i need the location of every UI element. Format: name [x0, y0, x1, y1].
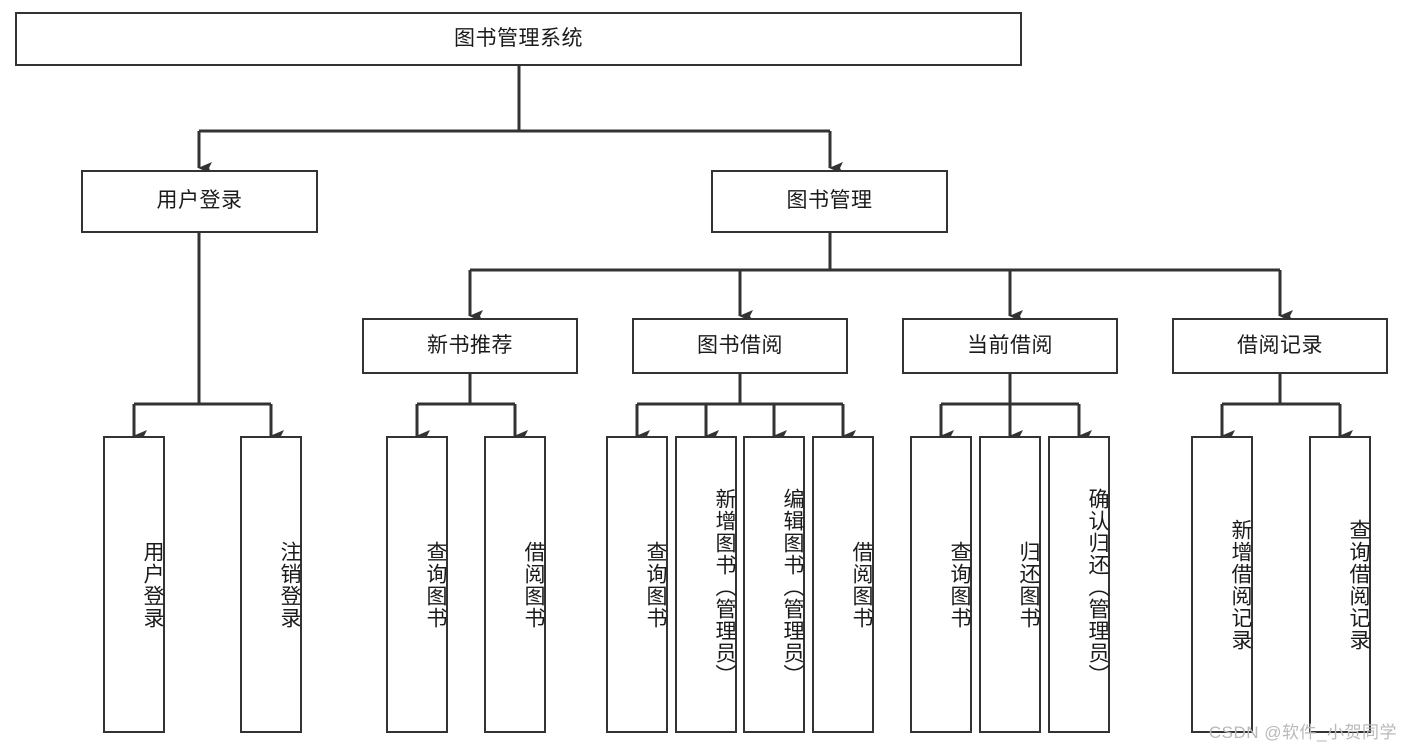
leaf-borrow-add-book-admin[interactable]: 新增图书（管理员） [675, 436, 737, 733]
leaf-borrow-edit-book-admin[interactable]: 编辑图书（管理员） [743, 436, 805, 733]
leaf-current-return-book[interactable]: 归还图书 [979, 436, 1041, 733]
leaf-user-login-do-login[interactable]: 用户登录 [103, 436, 165, 733]
node-book-borrow[interactable]: 图书借阅 [632, 318, 848, 374]
leaf-current-confirm-return-admin[interactable]: 确认归还（管理员） [1048, 436, 1110, 733]
leaf-recommend-query-book-label: 查询图书 [424, 540, 447, 629]
leaf-user-login-logout[interactable]: 注销登录 [240, 436, 302, 733]
node-root-system[interactable]: 图书管理系统 [15, 12, 1022, 66]
leaf-current-return-book-label: 归还图书 [1017, 540, 1040, 629]
node-book-management[interactable]: 图书管理 [711, 170, 948, 233]
leaf-recommend-query-book[interactable]: 查询图书 [386, 436, 448, 733]
node-borrow-record[interactable]: 借阅记录 [1172, 318, 1388, 374]
node-borrow-record-label: 借阅记录 [1237, 333, 1323, 357]
leaf-borrow-add-book-admin-label: 新增图书（管理员） [713, 487, 736, 686]
node-current-borrow[interactable]: 当前借阅 [902, 318, 1118, 374]
leaf-borrow-edit-book-admin-label: 编辑图书（管理员） [781, 487, 804, 686]
node-user-login[interactable]: 用户登录 [81, 170, 318, 233]
leaf-borrow-query-book-label: 查询图书 [644, 540, 667, 629]
leaf-current-confirm-return-admin-label: 确认归还（管理员） [1086, 487, 1109, 686]
node-book-borrow-label: 图书借阅 [697, 333, 783, 357]
node-root-system-label: 图书管理系统 [454, 26, 583, 50]
leaf-user-login-logout-label: 注销登录 [278, 540, 301, 629]
leaf-user-login-do-login-label: 用户登录 [141, 540, 164, 629]
leaf-recommend-borrow-book-label: 借阅图书 [522, 540, 545, 629]
node-book-management-label: 图书管理 [786, 189, 873, 213]
leaf-record-add-record-label: 新增借阅记录 [1229, 518, 1252, 651]
node-new-book-recommend-label: 新书推荐 [427, 333, 513, 357]
leaf-record-query-record[interactable]: 查询借阅记录 [1309, 436, 1371, 733]
leaf-record-query-record-label: 查询借阅记录 [1347, 518, 1370, 651]
leaf-current-query-book[interactable]: 查询图书 [910, 436, 972, 733]
leaf-borrow-borrow-book-label: 借阅图书 [850, 540, 873, 629]
csdn-watermark: CSDN @软件_小贺同学 [1208, 723, 1397, 742]
node-new-book-recommend[interactable]: 新书推荐 [362, 318, 578, 374]
leaf-record-add-record[interactable]: 新增借阅记录 [1191, 436, 1253, 733]
leaf-borrow-query-book[interactable]: 查询图书 [606, 436, 668, 733]
leaf-current-query-book-label: 查询图书 [948, 540, 971, 629]
node-current-borrow-label: 当前借阅 [967, 333, 1053, 357]
node-user-login-label: 用户登录 [156, 189, 243, 213]
leaf-borrow-borrow-book[interactable]: 借阅图书 [812, 436, 874, 733]
leaf-recommend-borrow-book[interactable]: 借阅图书 [484, 436, 546, 733]
